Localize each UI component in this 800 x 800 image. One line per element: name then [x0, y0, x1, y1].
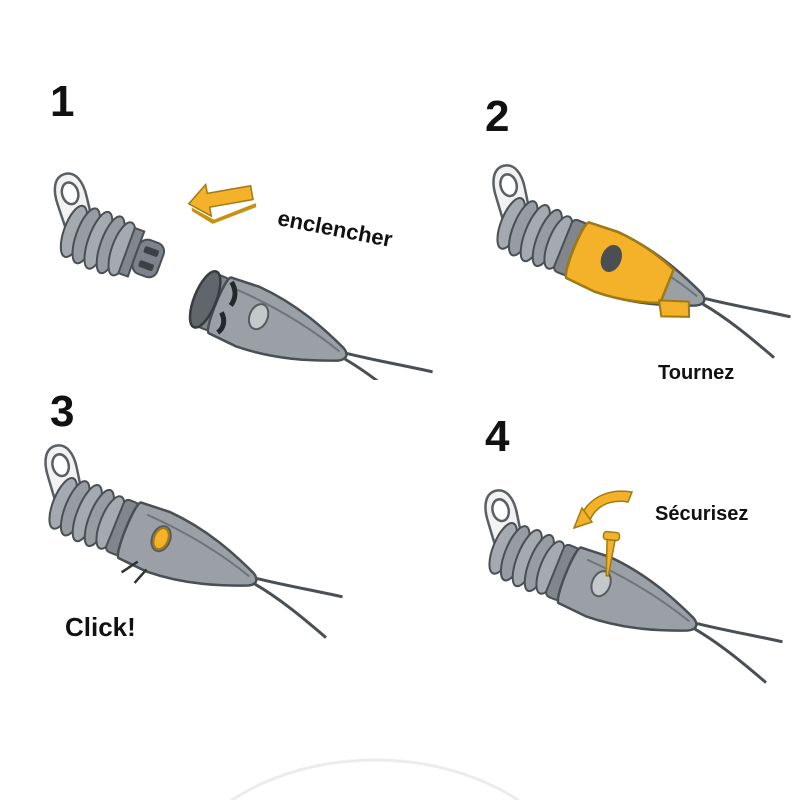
locking-pin-icon: [602, 530, 621, 577]
step-3-label: Click!: [65, 612, 136, 642]
step-2-illustration: [468, 150, 800, 380]
step-2-number: 2: [485, 92, 510, 141]
step-3-connector: [20, 433, 358, 657]
rotating-coupling-highlight: [564, 221, 691, 318]
watermark-arc: [229, 758, 521, 800]
step-4-number: 4: [485, 412, 510, 461]
step-1-number: 1: [50, 77, 75, 126]
click-tick-lines: [120, 560, 148, 584]
step-2-connector: [468, 153, 800, 363]
step-1-illustration: [30, 140, 440, 380]
step-2-label: Tournez: [658, 362, 735, 384]
curved-arrow-icon: [572, 490, 634, 530]
step-4-label: Sécurisez: [655, 503, 749, 525]
latch-button: [152, 527, 170, 551]
step-1-socket-part: [183, 266, 438, 380]
step-1-plug-part: [30, 162, 181, 292]
step-4-securing-overlay: [572, 490, 634, 577]
step-3-illustration: [20, 430, 360, 660]
arrow-left-icon: [187, 182, 257, 224]
step-3-number: 3: [50, 387, 75, 436]
